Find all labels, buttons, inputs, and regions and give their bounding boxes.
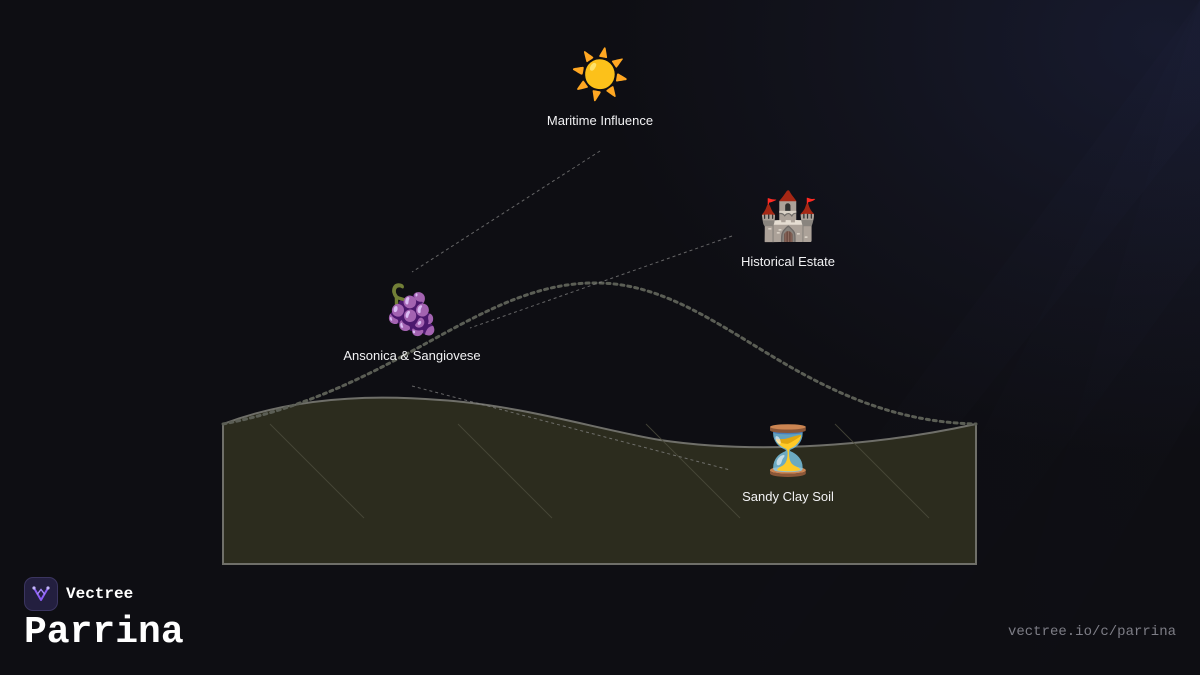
brand-name: Vectree (66, 585, 134, 603)
node-ansonica-sangiovese[interactable]: 🍇 Ansonica & Sangiovese (302, 283, 522, 365)
page-url[interactable]: vectree.io/c/parrina (1007, 624, 1176, 640)
vectree-logo-icon (24, 577, 58, 611)
hourglass-icon: ⏳ (758, 425, 818, 478)
node-historical-estate[interactable]: 🏰 Historical Estate (678, 189, 898, 271)
node-label: Ansonica & Sangiovese (343, 348, 481, 363)
brand[interactable]: Vectree (24, 577, 133, 611)
connector-soil (411, 385, 731, 471)
page-title: Parrina (24, 611, 184, 654)
node-sandy-clay-soil[interactable]: ⏳ Sandy Clay Soil (678, 424, 898, 506)
grapes-icon: 🍇 (382, 284, 442, 337)
sun-arc-path (221, 281, 978, 426)
node-label: Sandy Clay Soil (742, 489, 834, 504)
node-maritime-influence[interactable]: ☀️ Maritime Influence (490, 48, 710, 130)
terrain-hill (222, 396, 977, 565)
sun-icon: ☀️ (570, 49, 630, 102)
connector-lines (411, 150, 733, 471)
node-label: Historical Estate (741, 254, 835, 269)
connector-historical (469, 235, 733, 329)
castle-icon: 🏰 (758, 190, 818, 243)
terrain-hatching (269, 423, 930, 519)
connector-maritime (411, 150, 601, 273)
node-label: Maritime Influence (546, 113, 654, 128)
